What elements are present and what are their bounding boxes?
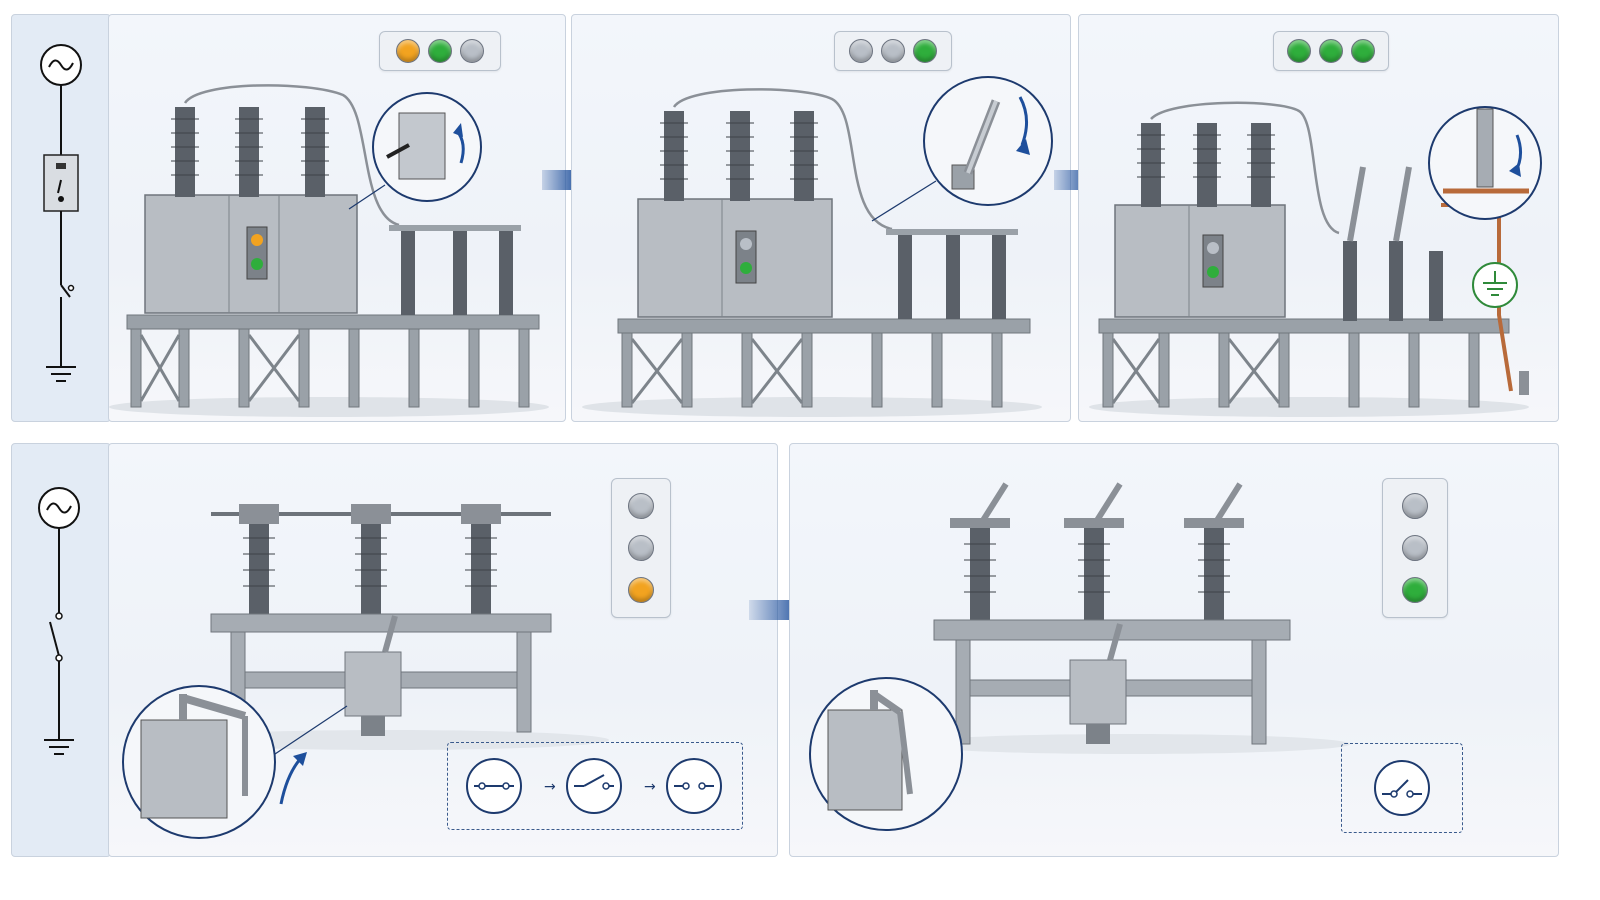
open-disconnector-blades bbox=[1343, 166, 1443, 321]
ground-icon bbox=[44, 739, 74, 755]
switch-open-icon bbox=[1374, 760, 1430, 816]
switch-state-legend bbox=[1341, 743, 1463, 833]
grey-lamp-icon bbox=[881, 39, 905, 63]
status-lamp-column-4 bbox=[611, 478, 671, 618]
status-lamp-column-5 bbox=[1382, 478, 1448, 618]
svg-text:→: → bbox=[544, 779, 556, 795]
svg-text:→: → bbox=[644, 779, 656, 795]
ac-source-icon bbox=[38, 487, 80, 529]
green-lamp-icon bbox=[1287, 39, 1311, 63]
switch-closed-icon bbox=[466, 758, 522, 814]
switch-opening-icon bbox=[566, 758, 622, 814]
breaker-disconnector-earthing-illustration bbox=[1089, 101, 1542, 417]
disconnector-blade-callout bbox=[871, 76, 1053, 222]
green-lamp-icon bbox=[1319, 39, 1343, 63]
switch-open-icon bbox=[666, 758, 722, 814]
mechanism-callout bbox=[809, 677, 963, 831]
ac-source-icon bbox=[40, 44, 82, 86]
grey-lamp-icon bbox=[628, 535, 654, 561]
breaker-bushings bbox=[171, 107, 329, 197]
green-lamp-icon bbox=[428, 39, 452, 63]
single-line-diagram-bottom bbox=[38, 487, 80, 755]
disconnector-icon bbox=[60, 284, 75, 298]
disconnector-open-icon bbox=[49, 612, 63, 662]
grey-lamp-icon bbox=[1402, 493, 1428, 519]
status-lamp-panel-1 bbox=[379, 31, 501, 71]
green-lamp-icon bbox=[1351, 39, 1375, 63]
open-disconnector-insulators bbox=[950, 482, 1244, 620]
switch-state-icons bbox=[1374, 760, 1430, 816]
steel-support-beam bbox=[933, 619, 1291, 745]
amber-lamp-icon bbox=[628, 577, 654, 603]
steel-support-frame bbox=[126, 314, 540, 408]
grey-lamp-icon bbox=[849, 39, 873, 63]
status-lamp-panel-2 bbox=[834, 31, 952, 71]
circuit-breaker-cabinet bbox=[637, 198, 833, 318]
switch-sequence-icons: → → bbox=[466, 758, 722, 814]
operating-mechanism-box bbox=[344, 615, 402, 736]
circuit-breaker-cabinet bbox=[1114, 204, 1286, 318]
disconnector-closed-illustration bbox=[122, 504, 609, 839]
stage-panel-disconnector-open-final bbox=[789, 443, 1559, 857]
switch-sequence-legend: → → bbox=[447, 742, 743, 830]
amber-lamp-icon bbox=[396, 39, 420, 63]
earthing-switch-callout bbox=[1428, 106, 1542, 220]
grey-lamp-icon bbox=[460, 39, 484, 63]
lever-callout bbox=[348, 92, 482, 210]
single-line-strip-top bbox=[11, 14, 111, 422]
ground-icon bbox=[46, 366, 76, 382]
stage-panel-breaker-trip bbox=[108, 14, 566, 422]
earth-ground-icon bbox=[1472, 262, 1518, 308]
grey-lamp-icon bbox=[1402, 535, 1428, 561]
stage-panel-disconnector-open bbox=[571, 14, 1071, 422]
single-line-diagram-top bbox=[40, 44, 82, 382]
stage-panel-earthing-closed bbox=[1078, 14, 1559, 422]
mechanism-callout bbox=[122, 685, 348, 839]
circuit-breaker-cabinet bbox=[144, 194, 358, 314]
status-lamp-panel-3 bbox=[1273, 31, 1389, 71]
single-line-strip-bottom bbox=[11, 443, 111, 857]
green-lamp-icon bbox=[1402, 577, 1428, 603]
disconnector-open-illustration bbox=[809, 482, 1350, 831]
breaker-and-disconnector-illustration-1 bbox=[109, 84, 549, 417]
grey-lamp-icon bbox=[628, 493, 654, 519]
green-lamp-icon bbox=[913, 39, 937, 63]
circuit-breaker-icon bbox=[43, 154, 79, 212]
disconnector-insulators bbox=[239, 504, 501, 614]
disconnector-insulators bbox=[389, 225, 521, 315]
stage-panel-disconnector-closed: → → bbox=[108, 443, 778, 857]
operating-mechanism-box bbox=[1069, 623, 1127, 744]
breaker-and-disconnector-illustration-2 bbox=[582, 76, 1053, 417]
